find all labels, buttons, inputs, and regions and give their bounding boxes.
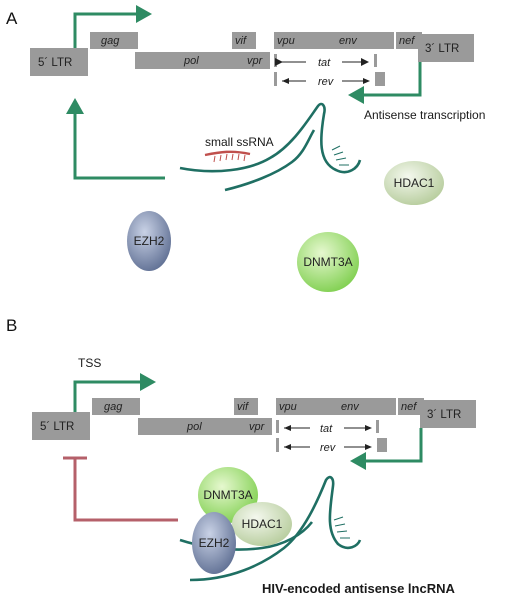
pol-label: pol xyxy=(183,55,199,67)
pol-box-b xyxy=(138,418,259,435)
nef-box-b xyxy=(398,398,424,415)
tat-exon1-b xyxy=(276,420,279,433)
base-pairs-a xyxy=(331,145,349,166)
protein-ezh2-a: EZH2 xyxy=(127,211,171,271)
small-ssrna-label: small ssRNA xyxy=(205,135,274,149)
nef-box xyxy=(396,32,422,49)
rev-arrowhead-right xyxy=(363,78,370,84)
ltr3-box-b xyxy=(420,400,476,428)
panel-b-label: B xyxy=(6,316,17,335)
lncrna-caption: HIV-encoded antisense lncRNA xyxy=(262,581,455,596)
vif-label: vif xyxy=(235,35,247,47)
rev-exon1 xyxy=(274,72,277,86)
rev-label-b: rev xyxy=(320,442,337,454)
tat-exon2 xyxy=(374,54,377,67)
genome-map-b: 5´ LTR gag pol vif vpr vpu env nef 3´ LT… xyxy=(32,398,476,454)
gag-label-b: gag xyxy=(104,401,123,413)
tat-arrowhead-left-b xyxy=(284,425,291,431)
ezh2-label-a: EZH2 xyxy=(134,234,165,248)
sense-arrow-a xyxy=(73,5,152,48)
gag-box-b xyxy=(92,398,140,415)
panel-a-label: A xyxy=(6,9,18,28)
pol-box xyxy=(135,52,256,69)
dnmt3a-label-b: DNMT3A xyxy=(203,488,252,502)
sense-arrow-b xyxy=(73,373,156,412)
ltr3-label-b: 3´ LTR xyxy=(427,409,461,421)
ltr3-box xyxy=(418,34,474,62)
ezh2-label-b: EZH2 xyxy=(199,536,230,550)
protein-hdac1-b: HDAC1 xyxy=(232,502,292,546)
nef-label: nef xyxy=(399,35,415,47)
antisense-rna-a: small ssRNA xyxy=(179,102,362,192)
env-box xyxy=(300,32,394,49)
rev-exon2 xyxy=(375,72,385,86)
rev-arrowhead-left-b xyxy=(284,444,291,450)
antisense-label: Antisense transcription xyxy=(364,108,485,122)
env-box-b xyxy=(302,398,396,415)
ltr5-box xyxy=(30,48,88,76)
tat-label-b: tat xyxy=(320,423,333,435)
ltr5-label-b: 5´ LTR xyxy=(40,421,74,433)
vif-box xyxy=(232,32,256,49)
rev-exon1-b xyxy=(276,438,279,452)
vpu-box-b xyxy=(276,398,302,415)
dnmt3a-label-a: DNMT3A xyxy=(303,255,352,269)
vpu-label-b: vpu xyxy=(279,401,297,413)
genome-map-a: 5´ LTR gag pol vif vpr vpu env nef 3´ LT… xyxy=(30,32,474,88)
small-ssrna-pairs xyxy=(213,153,246,163)
vif-box-b xyxy=(234,398,258,415)
vpu-box xyxy=(274,32,300,49)
hdac1-label-b: HDAC1 xyxy=(242,517,283,531)
panel-a: A 5´ LTR gag pol vif vpr vpu env nef xyxy=(6,5,485,292)
base-pairs-b xyxy=(333,516,350,539)
vpu-label: vpu xyxy=(277,35,295,47)
tat-exon1 xyxy=(274,54,277,67)
tat-arrowhead-right-b xyxy=(365,425,372,431)
panel-b: B TSS 5´ LTR gag pol vif vpr vpu env nef xyxy=(6,316,476,596)
rev-exon2-b xyxy=(377,438,387,452)
vpr-label-b: vpr xyxy=(249,421,266,433)
vpr-box xyxy=(244,52,270,69)
antisense-arrow-b xyxy=(350,428,423,470)
ltr3-label: 3´ LTR xyxy=(425,43,459,55)
rev-arrowhead-right-b xyxy=(365,444,372,450)
env-label-b: env xyxy=(341,401,360,413)
small-ssrna-strand xyxy=(204,150,251,157)
nef-label-b: nef xyxy=(401,401,417,413)
tss-label: TSS xyxy=(78,356,101,370)
inhibition-line-b xyxy=(63,456,178,522)
vpr-label: vpr xyxy=(247,55,264,67)
vpr-box-b xyxy=(246,418,272,435)
ltr5-label: 5´ LTR xyxy=(38,57,72,69)
protein-hdac1-a: HDAC1 xyxy=(384,161,444,205)
pol-label-b: pol xyxy=(186,421,202,433)
protein-ezh2-b: EZH2 xyxy=(192,512,236,574)
gag-box xyxy=(90,32,138,49)
ltr5-box-b xyxy=(32,412,90,440)
antisense-arrow-a xyxy=(348,62,422,104)
protein-dnmt3a-a: DNMT3A xyxy=(297,232,359,292)
hdac1-label-a: HDAC1 xyxy=(394,176,435,190)
tat-label: tat xyxy=(318,57,331,69)
tat-exon2-b xyxy=(376,420,379,433)
env-label: env xyxy=(339,35,358,47)
rev-arrowhead-left xyxy=(282,78,289,84)
gag-label: gag xyxy=(101,35,120,47)
rev-label: rev xyxy=(318,76,335,88)
vif-label-b: vif xyxy=(237,401,249,413)
recruit-arrow-a xyxy=(66,98,165,180)
